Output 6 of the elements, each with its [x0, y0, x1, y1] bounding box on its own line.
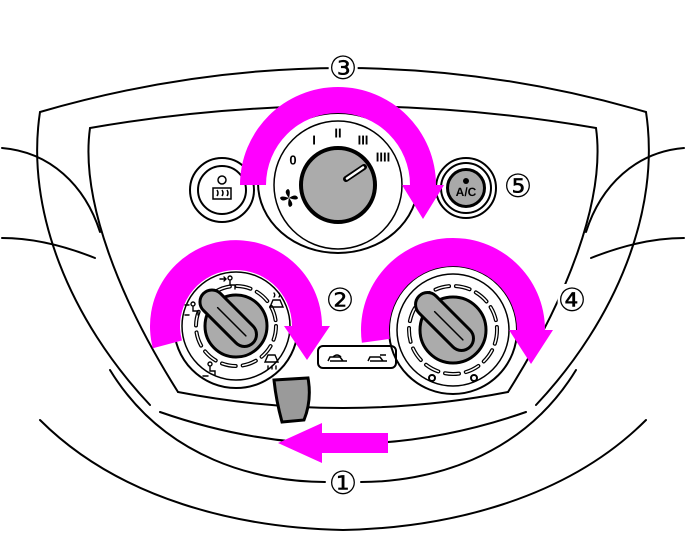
fan-speed-label: III	[358, 134, 368, 146]
fan-speed-label: II	[334, 126, 342, 140]
fan-speed-label: 0	[289, 154, 297, 166]
fan-speed-label: I	[312, 134, 316, 146]
fan-speed-label: IIII	[376, 150, 390, 164]
ac-button: A/C	[446, 168, 486, 208]
